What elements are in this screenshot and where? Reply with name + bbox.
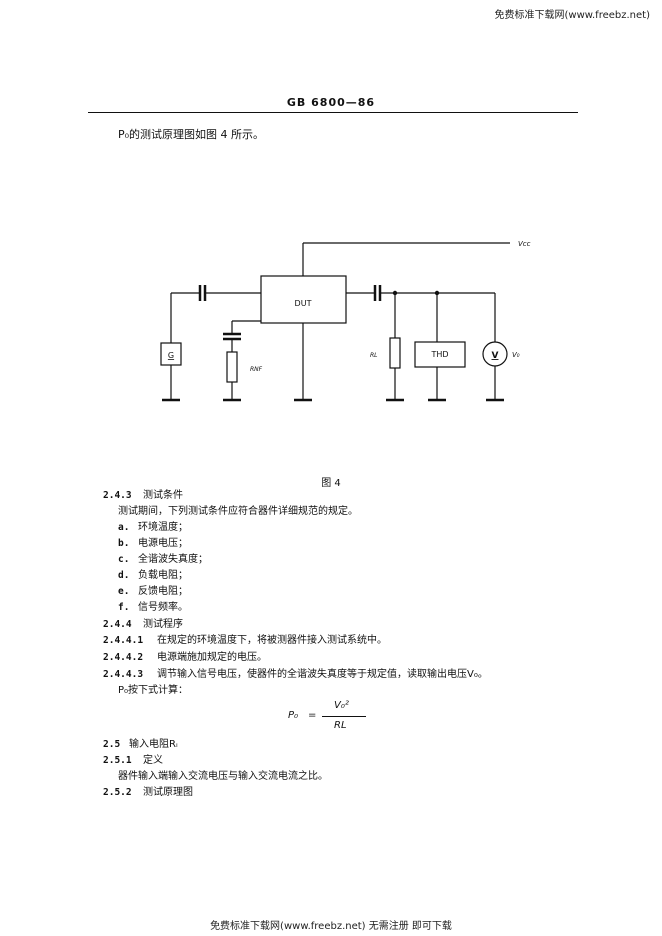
fraction-bar <box>322 716 366 717</box>
rnf-label: RNF <box>250 366 263 373</box>
watermark-top: 免费标准下载网(www.freebz.net) <box>494 10 650 21</box>
formula-denominator: RL <box>334 720 347 731</box>
thd-label: THD <box>430 350 448 359</box>
dut-label: DUT <box>295 299 312 308</box>
paragraph: 器件输入端输入交流电压与输入交流电流之比。 <box>118 771 328 782</box>
list-item: d.负载电阻； <box>118 570 188 581</box>
list-item: f.信号频率。 <box>118 602 188 613</box>
header-rule <box>88 112 578 113</box>
thd-box <box>414 341 466 368</box>
list-item: a.环境温度； <box>118 522 188 533</box>
list-item: c.全谐波失真度； <box>118 554 208 565</box>
list-item: b.电源电压； <box>118 538 188 549</box>
rnf-resistor <box>226 351 238 383</box>
vo-label: V₀ <box>512 351 520 359</box>
rl-resistor <box>389 337 401 369</box>
formula-numerator: V₀² <box>334 700 349 711</box>
rl-label: RL <box>370 352 378 359</box>
formula-lhs: P₀ <box>288 710 299 721</box>
source-label: G <box>168 351 174 360</box>
formula-equals: = <box>308 710 317 721</box>
intro-text: P₀的测试原理图如图 4 所示。 <box>118 128 265 141</box>
paragraph: 测试期间，下列测试条件应符合器件详细规范的规定。 <box>118 506 358 517</box>
vcc-label: Vcc <box>518 240 531 248</box>
figure-caption: 图 4 <box>321 478 341 489</box>
list-item: e.反馈电阻； <box>118 586 188 597</box>
circuit-diagram: Vcc DUT G RNF RL THD V V₀ <box>160 240 531 402</box>
power-formula: P₀ = V₀² RL <box>288 700 368 734</box>
standard-header: GB 6800—86 <box>286 96 376 109</box>
paragraph: P₀按下式计算： <box>118 685 189 696</box>
watermark-bottom: 免费标准下载网(www.freebz.net) 无需注册 即可下载 <box>210 921 452 932</box>
voltmeter-label: V <box>492 351 499 361</box>
